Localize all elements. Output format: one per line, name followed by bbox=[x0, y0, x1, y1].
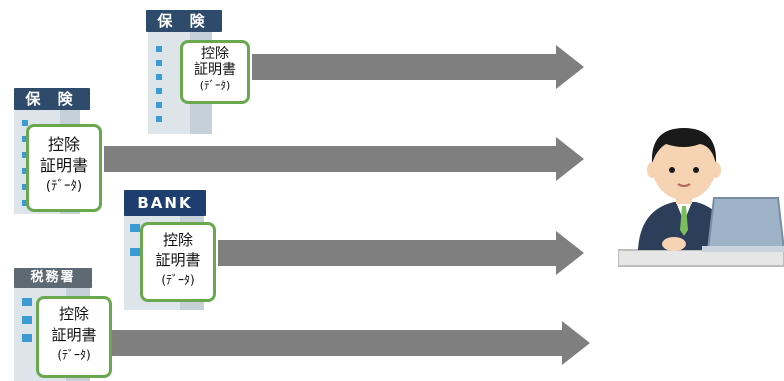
person-at-laptop-illustration bbox=[618, 128, 784, 267]
card-line2: 証明書 bbox=[155, 251, 201, 269]
deduction-certificate-card-2: 控除 証明書 (ﾃﾞｰﾀ) bbox=[26, 124, 102, 212]
deduction-certificate-card-1: 控除 証明書 (ﾃﾞｰﾀ) bbox=[180, 40, 250, 104]
card-line1: 控除 bbox=[47, 135, 80, 154]
card-line2: 証明書 bbox=[194, 62, 236, 78]
arrow-4 bbox=[112, 321, 590, 365]
arrow-2 bbox=[104, 137, 584, 181]
arrow-1 bbox=[252, 45, 584, 89]
card-line3: (ﾃﾞｰﾀ) bbox=[45, 179, 83, 194]
insurance-sign-2: 保 険 bbox=[14, 88, 90, 110]
card-line3: (ﾃﾞｰﾀ) bbox=[199, 79, 231, 92]
card-line1: 控除 bbox=[58, 305, 89, 323]
head bbox=[652, 132, 716, 200]
card-line1: 控除 bbox=[162, 231, 193, 249]
arrow-3 bbox=[218, 231, 584, 275]
bank-sign: BANK bbox=[124, 190, 206, 216]
insurance-sign-1: 保 険 bbox=[146, 10, 222, 32]
card-line1: 控除 bbox=[201, 46, 229, 62]
card-line2: 証明書 bbox=[51, 326, 97, 344]
card-line2: 証明書 bbox=[39, 156, 88, 175]
deduction-certificate-card-3: 控除 証明書 (ﾃﾞｰﾀ) bbox=[140, 222, 216, 302]
deduction-certificate-card-4: 控除 証明書 (ﾃﾞｰﾀ) bbox=[36, 296, 112, 378]
tie bbox=[680, 206, 688, 236]
desk bbox=[618, 249, 784, 267]
card-line3: (ﾃﾞｰﾀ) bbox=[161, 273, 195, 287]
tax-office-sign: 税務署 bbox=[14, 268, 92, 288]
laptop bbox=[706, 197, 784, 251]
hair bbox=[651, 128, 717, 164]
card-line3: (ﾃﾞｰﾀ) bbox=[57, 348, 91, 362]
